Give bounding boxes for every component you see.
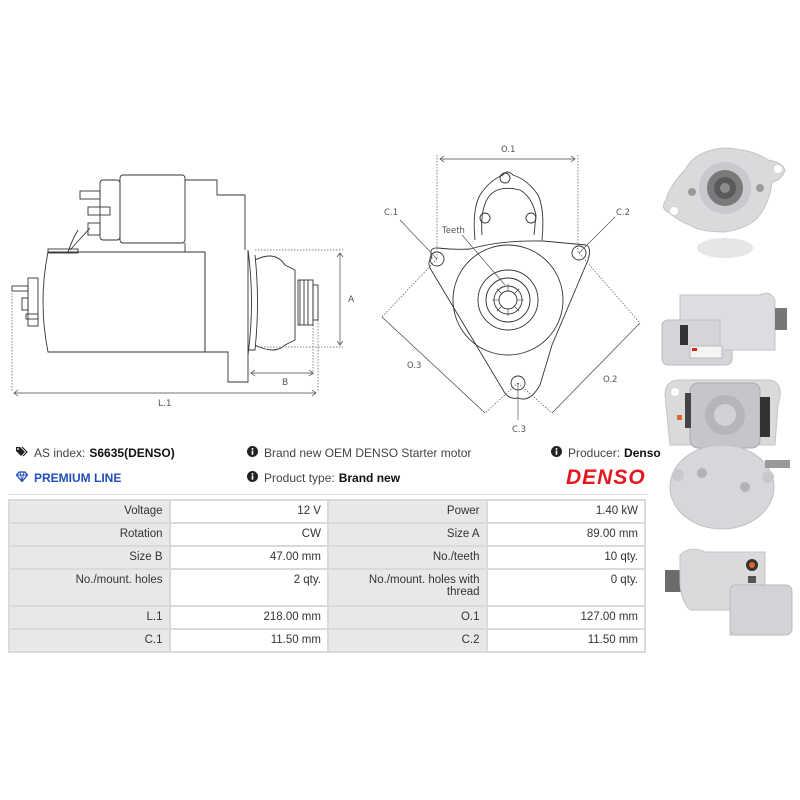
dimension-label-b: B bbox=[282, 378, 288, 388]
premium-line-label: PREMIUM LINE bbox=[34, 471, 122, 485]
info-icon bbox=[247, 446, 258, 460]
diamond-icon bbox=[15, 471, 29, 485]
product-photo-side[interactable] bbox=[650, 280, 800, 380]
dimension-label-teeth: Teeth bbox=[441, 226, 465, 236]
dimension-label-c2: C.2 bbox=[616, 208, 630, 218]
spec-value: 89.00 mm bbox=[485, 522, 647, 547]
spec-key: No./mount. holes with thread bbox=[326, 568, 488, 607]
spec-value: 10 qty. bbox=[485, 545, 647, 570]
front-view-drawing: O.1 C.1 C.2 Teeth O.3 O.2 C.3 bbox=[381, 145, 641, 435]
producer-label: Producer: bbox=[568, 446, 621, 460]
spec-value: 12 V bbox=[168, 499, 329, 524]
spec-value: 0 qty. bbox=[485, 568, 647, 607]
dimension-label-l1: L.1 bbox=[158, 399, 172, 409]
spec-value: 11.50 mm bbox=[485, 628, 647, 653]
spec-value: 1.40 kW bbox=[485, 499, 647, 524]
dimension-label-o2: O.2 bbox=[603, 375, 617, 385]
table-row: Rotation CW Size A 89.00 mm bbox=[8, 522, 647, 547]
spec-value: 47.00 mm bbox=[168, 545, 329, 570]
premium-line-badge[interactable]: PREMIUM LINE bbox=[15, 471, 122, 485]
spec-key: No./mount. holes bbox=[8, 568, 171, 607]
producer: Producer: Denso bbox=[551, 446, 661, 460]
table-row: C.1 11.50 mm C.2 11.50 mm bbox=[8, 628, 647, 653]
spec-key: Voltage bbox=[8, 499, 171, 524]
spec-value: 11.50 mm bbox=[168, 628, 329, 653]
as-index-label: AS index: bbox=[34, 446, 86, 460]
spec-key: Size B bbox=[8, 545, 171, 570]
dimension-label-a: A bbox=[348, 295, 355, 305]
product-photo-front[interactable] bbox=[650, 140, 800, 260]
spec-key: C.1 bbox=[8, 628, 171, 653]
product-type-label: Product type: bbox=[264, 471, 335, 485]
product-type-value: Brand new bbox=[338, 471, 401, 485]
product-photo-side-opposite[interactable] bbox=[650, 540, 800, 640]
spec-key: Size A bbox=[326, 522, 488, 547]
side-view-drawing: A B L.1 bbox=[11, 174, 355, 409]
divider bbox=[8, 494, 648, 495]
spec-key: C.2 bbox=[326, 628, 488, 653]
spec-key: O.1 bbox=[326, 605, 488, 630]
spec-value: 218.00 mm bbox=[168, 605, 329, 630]
product-description: Brand new OEM DENSO Starter motor bbox=[247, 446, 471, 460]
table-row: L.1 218.00 mm O.1 127.00 mm bbox=[8, 605, 647, 630]
spec-value: 2 qty. bbox=[168, 568, 329, 607]
info-icon bbox=[551, 446, 562, 460]
dimension-label-o3: O.3 bbox=[407, 361, 421, 371]
as-index-value: S6635(DENSO) bbox=[89, 446, 175, 460]
spec-key: Power bbox=[326, 499, 488, 524]
spec-key: Rotation bbox=[8, 522, 171, 547]
denso-logo: DENSO bbox=[566, 466, 646, 489]
spec-value: CW bbox=[168, 522, 329, 547]
dimension-label-o1: O.1 bbox=[501, 145, 515, 155]
producer-value: Denso bbox=[624, 446, 661, 460]
product-type: Product type: Brand new bbox=[247, 471, 400, 485]
info-icon bbox=[247, 471, 258, 485]
table-row: Size B 47.00 mm No./teeth 10 qty. bbox=[8, 545, 647, 570]
as-index: AS index: S6635(DENSO) bbox=[16, 446, 175, 460]
spec-key: No./teeth bbox=[326, 545, 488, 570]
spec-value: 127.00 mm bbox=[485, 605, 647, 630]
table-row: No./mount. holes 2 qty. No./mount. holes… bbox=[8, 568, 647, 607]
tags-icon bbox=[16, 446, 28, 460]
description-text: Brand new OEM DENSO Starter motor bbox=[264, 446, 472, 460]
table-row: Voltage 12 V Power 1.40 kW bbox=[8, 499, 647, 524]
specs-table: Voltage 12 V Power 1.40 kW Rotation CW S… bbox=[8, 499, 647, 653]
spec-key: L.1 bbox=[8, 605, 171, 630]
product-photos bbox=[650, 140, 800, 650]
dimension-label-c1: C.1 bbox=[384, 208, 398, 218]
product-photo-rear[interactable] bbox=[650, 375, 800, 535]
dimension-label-c3: C.3 bbox=[512, 425, 526, 435]
